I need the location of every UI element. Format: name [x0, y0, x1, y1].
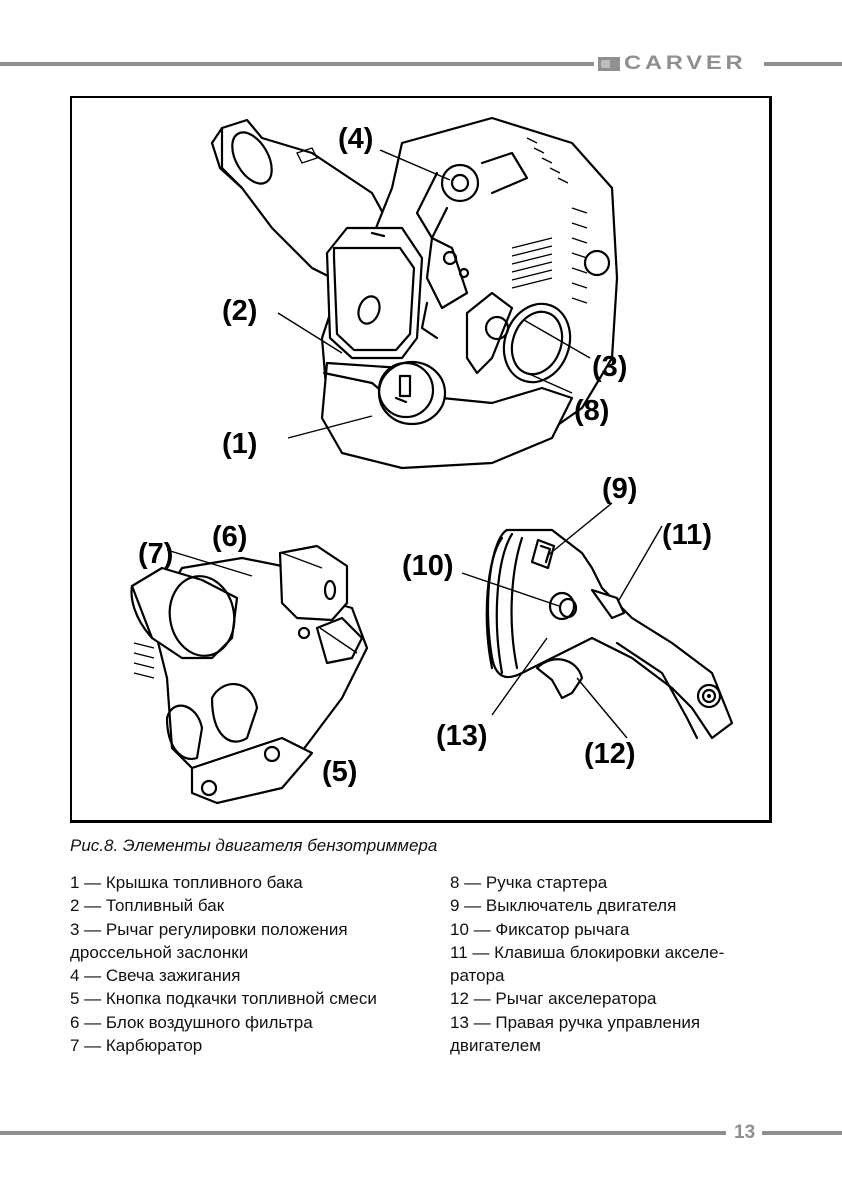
legend-item: 2 — Топливный бак — [70, 896, 225, 916]
engine-main-drawing — [210, 116, 619, 470]
callout-3: (3) — [592, 351, 627, 383]
callout-13: (13) — [436, 720, 488, 752]
legend-left-column: 1 — Крышка топливного бака 2 — Топливный… — [70, 871, 410, 1057]
engine-side-drawing — [130, 544, 369, 805]
air-filter-cover-drawing — [325, 226, 424, 360]
legend-item: 6 — Блок воздушного фильтра — [70, 1012, 313, 1032]
figure-engine-elements: (4) (2) (3) (8) (1) (9) (11) (6) (7) (10… — [70, 96, 772, 823]
callout-6: (6) — [212, 521, 247, 553]
footer-rule-left — [0, 1131, 726, 1135]
fuel-cap-drawing — [377, 360, 447, 426]
starter-handle-drawing — [465, 291, 572, 384]
legend-item: 5 — Кнопка подкачки топливной смеси — [70, 989, 377, 1009]
page-number: 13 — [734, 1122, 756, 1143]
spark-plug-drawing — [415, 151, 529, 240]
legend-item: 8 — Ручка стартера — [450, 873, 608, 892]
callout-11: (11) — [662, 519, 712, 551]
legend-item: 9 — Выключатель двигателя — [450, 896, 677, 916]
callout-9: (9) — [602, 473, 637, 505]
legend-item: 3 — Рычаг регулировки положения дроссель… — [70, 919, 348, 962]
legend-item: 12 — Рычаг акселератора — [450, 989, 657, 1009]
callout-4: (4) — [338, 123, 373, 155]
brand-name: CARVER — [624, 53, 747, 74]
footer-rule-right — [762, 1131, 842, 1135]
figure-illustration: (4) (2) (3) (8) (1) (9) (11) (6) (7) (10… — [130, 116, 734, 805]
callout-2: (2) — [222, 295, 257, 327]
brand-mark-icon — [598, 57, 620, 71]
legend-item: 4 — Свеча зажигания — [70, 966, 241, 986]
legend-item: 11 — Клавиша блокировки акселе-ратора — [450, 942, 725, 986]
header-rule-left — [0, 62, 594, 66]
leader-lines — [166, 149, 663, 739]
cooling-fins — [511, 137, 588, 304]
figure-caption: Рис.8. Элементы двигателя бензотриммера — [70, 836, 438, 855]
callout-10: (10) — [402, 550, 454, 582]
legend-right-column: 8 — Ручка стартера 9 — Выключатель двига… — [450, 871, 770, 1057]
brand-logo: CARVER — [598, 53, 756, 75]
legend-item: 10 — Фиксатор рычага — [450, 919, 630, 939]
legend-item: 1 — Крышка топливного бака — [70, 873, 303, 892]
callout-5: (5) — [322, 756, 357, 788]
callout-labels: (4) (2) (3) (8) (1) (9) (11) (6) (7) (10… — [138, 123, 712, 788]
callout-12: (12) — [584, 738, 636, 770]
header-rule-right — [764, 62, 842, 66]
control-handle-drawing — [485, 528, 734, 740]
callout-1: (1) — [222, 428, 257, 460]
legend-item: 13 — Правая ручка управления двигателем — [450, 1012, 701, 1056]
callout-7: (7) — [138, 538, 173, 570]
callout-8: (8) — [574, 395, 609, 427]
legend-item: 7 — Карбюратор — [70, 1036, 203, 1056]
